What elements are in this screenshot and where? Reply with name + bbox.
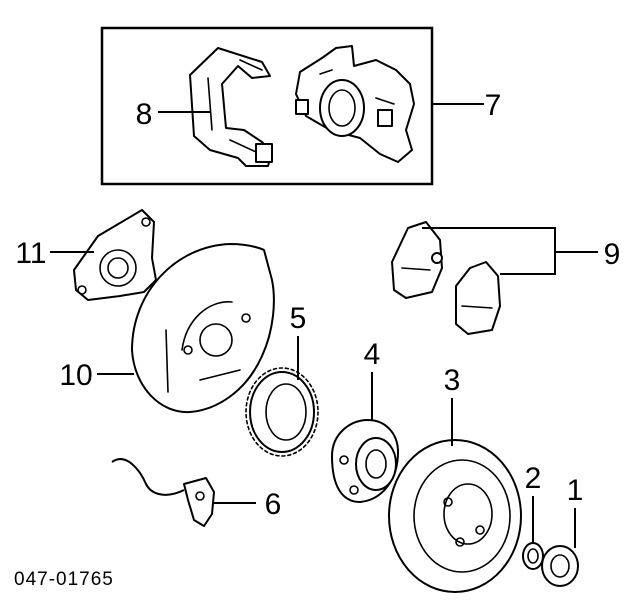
callout-5: 5 <box>290 302 307 335</box>
callout-8: 8 <box>136 98 153 131</box>
caliper-body <box>295 45 415 163</box>
brake-pads <box>391 221 501 335</box>
drawing-code: 047-01765 <box>14 569 114 590</box>
abs-sensor <box>111 458 215 527</box>
callout-10: 10 <box>59 359 92 392</box>
callout-2: 2 <box>525 462 542 495</box>
callout-3: 3 <box>444 364 461 397</box>
callout-6: 6 <box>265 488 282 521</box>
retaining-plate <box>73 209 157 301</box>
leader-lines <box>50 103 598 548</box>
dust-shield <box>131 243 275 414</box>
callout-4: 4 <box>364 338 381 371</box>
caliper-bracket <box>189 47 273 167</box>
caliper-group-frame <box>100 26 434 186</box>
brake-disc <box>388 439 522 593</box>
callout-11: 11 <box>15 237 46 270</box>
abs-tone-ring <box>245 367 319 457</box>
callout-7: 7 <box>485 89 502 122</box>
callout-1: 1 <box>567 474 584 507</box>
callout-9: 9 <box>604 238 621 271</box>
hub-spacer <box>522 542 544 570</box>
hub-bearing <box>331 419 399 503</box>
hub-cap <box>541 545 579 587</box>
